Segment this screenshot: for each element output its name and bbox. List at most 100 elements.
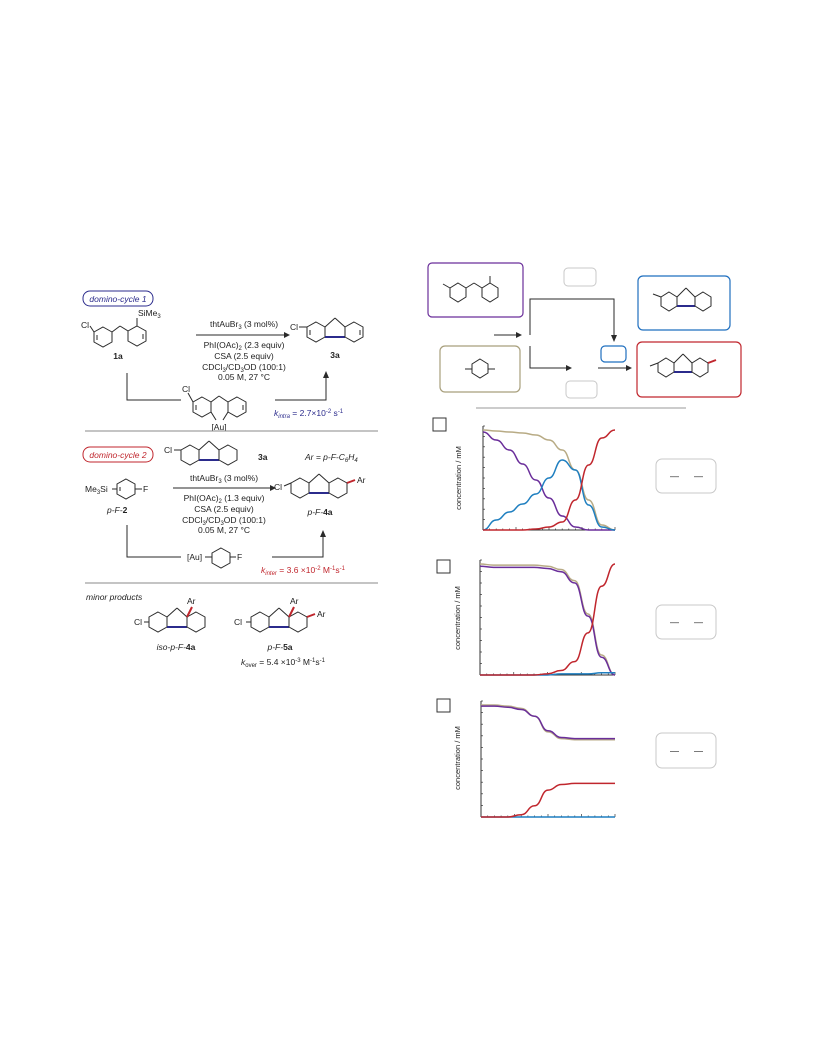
product-pF4a: Cl Ar p-F-4a	[274, 473, 366, 517]
kinetic-panel-2: concentration / mM——	[436, 559, 717, 676]
p5-cl: Cl	[234, 617, 242, 627]
intermediate-au: [Au]	[211, 422, 226, 432]
panel-1-key-left: —	[670, 471, 679, 481]
c2-cond4: CDCl	[182, 515, 202, 525]
reactant-1a-label: 1a	[113, 351, 123, 361]
panel-1-ylabel: concentration / mM	[454, 446, 463, 510]
cycle2-top-3a: Cl 3a	[164, 440, 268, 466]
iso-cl: Cl	[134, 617, 142, 627]
box-top-empty	[563, 267, 597, 287]
kinetic-panels: concentration / mM — — concentration / mM — —…	[432, 417, 717, 818]
panel-2-ylabel: concentration / mM	[453, 586, 462, 650]
cycle2-badge	[82, 446, 154, 463]
cycle2-top-label: 3a	[258, 452, 268, 462]
k-over-sub: over	[245, 663, 257, 669]
iso-label-num: 4a	[186, 642, 196, 652]
c1-cond1: thtAuBr	[210, 319, 239, 329]
c2-cond4-sub1: 3	[202, 521, 206, 527]
silane-me-sub: 3	[97, 490, 101, 496]
box-product-red	[636, 341, 742, 398]
panel-2-label-box	[436, 559, 451, 574]
iso-label-prefix: iso-p-F-	[157, 642, 186, 652]
svg-text:kintra = 2.7×10-2 s-1: kintra = 2.7×10-2 s-1	[274, 408, 344, 420]
cycle1-badge	[82, 290, 154, 307]
p5-ar2: Ar	[317, 609, 326, 619]
cycle2-au: [Au]	[187, 552, 202, 562]
silane-si: Si	[100, 484, 108, 494]
panel-1-key-right: —	[694, 471, 703, 481]
c1-cond2: PhI(OAc)	[204, 340, 239, 350]
box-product-blue	[637, 275, 731, 331]
c2-cond5: 0.05 M, 27 °C	[198, 525, 250, 535]
panel-3-series-2	[481, 705, 615, 740]
k-over-exp: -3	[295, 658, 301, 664]
kinetic-panel-1: concentration / mM — —	[432, 417, 717, 531]
silane-label-prefix: p-F-	[106, 505, 123, 515]
kinetic-panel-3: concentration / mM——	[436, 698, 717, 818]
svg-text:iso-p-F-4a: iso-p-F-4a	[157, 642, 196, 652]
ar-def-sub1: 6	[345, 458, 349, 464]
box-start	[427, 262, 524, 318]
c1-cond5: 0.05 M, 27 °C	[218, 372, 270, 382]
ar-def: Ar = p-F-C	[304, 452, 346, 462]
product-3a-cl: Cl	[290, 322, 298, 332]
panel-3-key-left: —	[670, 746, 679, 756]
cycle1-intermediate: Cl [Au]	[182, 384, 247, 432]
c1-cond2-sub: 2	[239, 346, 243, 352]
c1-cond4-rest: OD (100:1)	[244, 362, 286, 372]
c1-cond4: CDCl	[202, 362, 222, 372]
k-over-unit: M	[301, 657, 310, 667]
panel-3-label-box	[436, 698, 451, 713]
cycle2-section: domino-cycle 2 Cl 3a Ar = p-F-C6H4 Me3Si…	[82, 440, 366, 577]
panel-3-key-right: —	[694, 746, 703, 756]
p5-label-num: 5a	[283, 642, 293, 652]
panel-1-series-4	[482, 429, 616, 531]
c1-cond4-mid: /CD	[226, 362, 241, 372]
k-intra-unit-exp: -1	[338, 409, 344, 415]
k-intra-value: = 2.7×10	[290, 408, 326, 418]
svg-text:thtAuBr3 (3 mol%): thtAuBr3 (3 mol%)	[210, 319, 278, 331]
reactant-1a-sime-sub: 3	[157, 314, 161, 320]
product-pF4a-ar: Ar	[357, 475, 366, 485]
panel-2-series-2	[479, 565, 616, 676]
panel-1-label-box	[432, 417, 447, 432]
silane-label-num: 2	[123, 505, 128, 515]
silane-pF2: Me3Si F p-F-2	[85, 478, 148, 515]
k-inter-unit: M	[321, 565, 330, 575]
k-inter-unit-exp2: -1	[340, 566, 346, 572]
box-red-molecule	[649, 353, 717, 378]
svg-text:CDCl3/CD3OD (100:1): CDCl3/CD3OD (100:1)	[202, 362, 286, 374]
panel-2-series-1	[479, 563, 616, 676]
iso-ar: Ar	[187, 596, 196, 606]
product-3a: Cl 3a	[290, 317, 364, 360]
minor-products-section: minor products Cl Ar iso-p-F-4a Cl Ar Ar	[86, 592, 326, 669]
c2-cond3: CSA (2.5 equiv)	[194, 504, 254, 514]
k-inter-symbol: k	[261, 565, 266, 575]
product-pF4a-cl: Cl	[274, 482, 282, 492]
k-inter-sub: inter	[265, 571, 278, 577]
svg-text:PhI(OAc)2 (2.3 equiv): PhI(OAc)2 (2.3 equiv)	[204, 340, 285, 352]
k-intra-sub: intra	[278, 414, 290, 420]
cycle2-badge-text: domino-cycle 2	[89, 450, 146, 460]
box-mid-blue	[600, 345, 627, 363]
cycle2-intermediate: [Au] F	[187, 547, 242, 569]
reactant-1a-cl: Cl	[81, 320, 89, 330]
network-section	[427, 262, 742, 409]
svg-text:p-F-2: p-F-2	[106, 505, 128, 515]
box-aryl	[439, 345, 521, 393]
k-over-symbol: k	[241, 657, 246, 667]
c2-cond2-sub: 2	[219, 499, 223, 505]
k-over-unit-exp1: -1	[310, 658, 316, 664]
cycle2-f: F	[237, 552, 242, 562]
panel-1-series-3	[482, 459, 616, 531]
box-bottom-empty	[565, 380, 598, 399]
c1-cond1-sub: 3	[238, 325, 242, 331]
panel-2-key-left: —	[670, 617, 679, 627]
ar-def-sub2: 4	[354, 458, 358, 464]
k-inter-unit-exp1: -1	[330, 566, 336, 572]
box-blue-molecule	[652, 287, 712, 312]
box-start-molecule	[442, 276, 499, 303]
box-aryl-molecule	[465, 358, 495, 379]
k-inter-exp: -2	[315, 566, 321, 572]
